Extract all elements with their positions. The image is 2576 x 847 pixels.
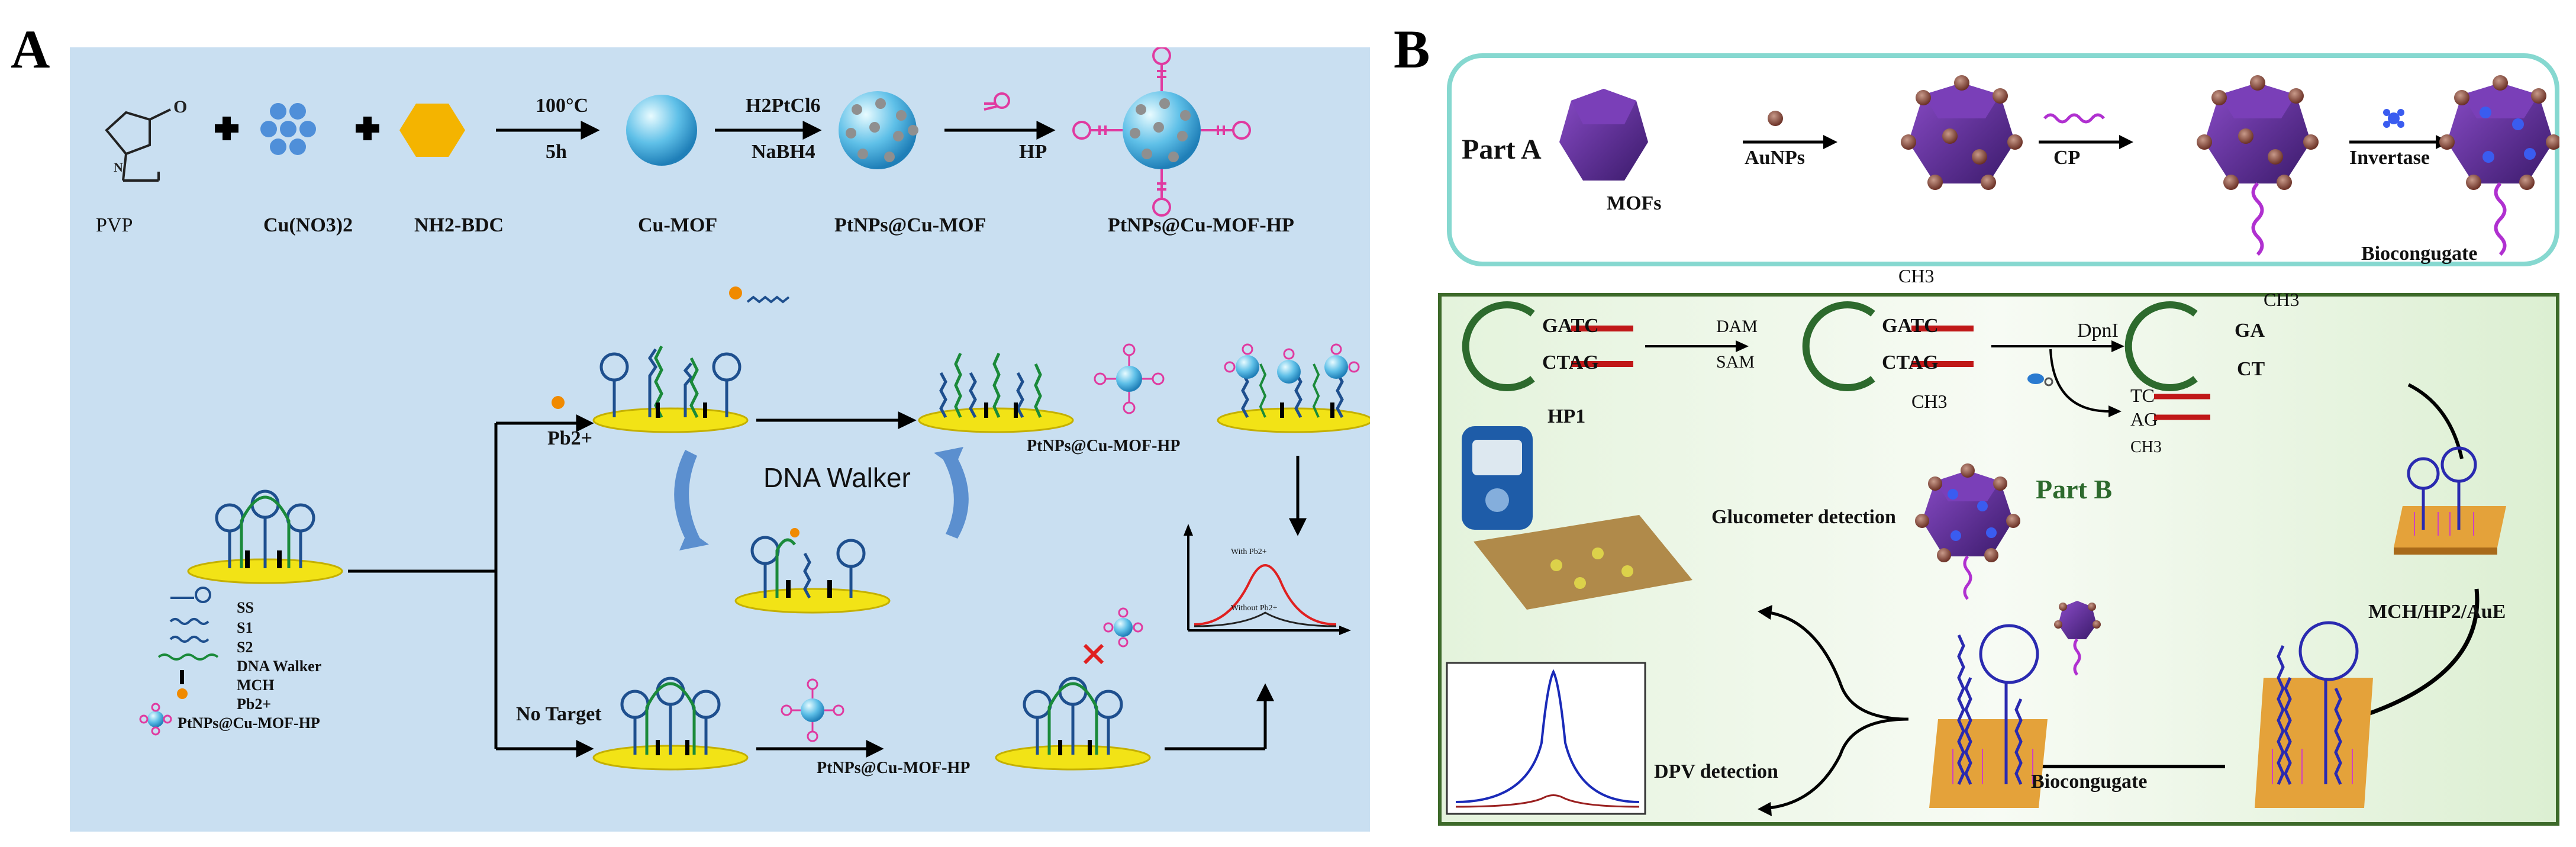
- initial-electrode-probes: [215, 489, 315, 568]
- cycle-arrows: [674, 447, 969, 550]
- pvp-structure: [105, 108, 171, 182]
- pb-dot: [552, 396, 565, 409]
- probe-particles-stage3: [1236, 355, 1348, 384]
- methylated-seq-top: GATC: [1882, 315, 1939, 337]
- curve-label-without: Without Pb2+: [1231, 604, 1278, 613]
- part-a-graphics: [1559, 75, 2559, 256]
- scissors-icon: [2027, 373, 2053, 387]
- condition-time: 5h: [546, 141, 567, 163]
- hp1-seq-bottom: CTAG: [1542, 352, 1599, 373]
- hp1-seq-top: GATC: [1542, 315, 1599, 337]
- dpni-label: DpnI: [2077, 320, 2119, 342]
- ptnps-cu-mof: [839, 91, 918, 169]
- plus-icon: [215, 117, 379, 140]
- legend-pb: Pb2+: [237, 695, 272, 713]
- nh2-bdc-hexagon: [399, 104, 465, 157]
- product-ptnps-cu-mof-label: PtNPs@Cu-MOF: [834, 214, 986, 236]
- legend-s1: S1: [237, 619, 253, 636]
- product-ptnps-cu-mof-hp-label: PtNPs@Cu-MOF-HP: [1108, 214, 1294, 236]
- fragment-tc: TC: [2130, 385, 2155, 406]
- dpv-mini-plot: [1184, 524, 1351, 635]
- part-a-title: Part A: [1462, 134, 1542, 165]
- dna-walker-label: DNA Walker: [763, 462, 911, 493]
- cut-seq-ga: GA: [2235, 320, 2265, 342]
- synthesis-arrows: [496, 120, 1056, 140]
- condition-h2ptcl6: H2PtCl6: [746, 95, 821, 117]
- svg-text:N: N: [114, 160, 123, 175]
- electrode-mch-hp2-label: MCH/HP2/AuE: [2368, 601, 2506, 623]
- glucometer-icon: [1462, 426, 1692, 610]
- legend-dna-walker: DNA Walker: [237, 658, 322, 675]
- cu-mof-sphere: [626, 95, 697, 166]
- curve-label-with: With Pb2+: [1231, 548, 1267, 556]
- no-target-label: No Target: [516, 703, 602, 725]
- legend-icons: [139, 587, 219, 736]
- initial-walker: [240, 495, 291, 568]
- hp-hairpin-small: [984, 92, 1010, 111]
- legend-ptnps-cu-mof-hp: PtNPs@Cu-MOF-HP: [178, 714, 320, 732]
- part-a-invertase-label: Invertase: [2349, 147, 2430, 169]
- probe-label-bottom: PtNPs@Cu-MOF-HP: [817, 759, 971, 777]
- cu-nitrate-dots: [260, 103, 316, 155]
- condition-temperature: 100°C: [536, 95, 589, 117]
- sam-label: SAM: [1716, 352, 1755, 372]
- reagent-cu-nitrate-label: Cu(NO3)2: [263, 214, 353, 236]
- ptnps-cu-mof-hp: [1072, 47, 1251, 217]
- bioconjugate-arrow-label: Biocongugate: [2031, 771, 2148, 793]
- legend-s2: S2: [237, 639, 253, 656]
- pb-label: Pb2+: [547, 427, 593, 449]
- electrodes: [187, 407, 1370, 771]
- product-cu-mof-label: Cu-MOF: [638, 214, 718, 236]
- dam-label: DAM: [1716, 317, 1758, 336]
- branch-lines: [348, 411, 1307, 758]
- fragment-ag: AG: [2130, 408, 2158, 430]
- svg-text:O: O: [173, 97, 187, 117]
- probe-label-top: PtNPs@Cu-MOF-HP: [1027, 437, 1181, 455]
- condition-nabh4: NaBH4: [752, 141, 815, 163]
- legend-ss: SS: [237, 599, 254, 616]
- panel-a-synthesis-graphics: O N: [105, 47, 1370, 771]
- cut-methyl-top: CH3: [2264, 289, 2300, 310]
- methyl-label-top: CH3: [1898, 265, 1935, 286]
- probe-free-top: [1094, 343, 1165, 414]
- part-a-mofs-label: MOFs: [1607, 192, 1662, 214]
- fragment-methyl: CH3: [2130, 438, 2162, 456]
- hp1-label: HP1: [1547, 405, 1586, 427]
- methylated-seq-bottom: CTAG: [1882, 352, 1939, 373]
- cut-seq-ct: CT: [2237, 358, 2265, 380]
- legend-mch: MCH: [237, 677, 275, 694]
- condition-hp: HP: [1019, 141, 1047, 163]
- panel-a-letter: A: [11, 19, 50, 79]
- part-a-bioconjugate-label: Biocongugate: [2361, 243, 2478, 265]
- dpv-detection-label: DPV detection: [1654, 761, 1778, 782]
- reagent-nh2bdc-label: NH2-BDC: [414, 214, 504, 236]
- part-a-aunps-label: AuNPs: [1745, 147, 1806, 169]
- part-b-graphics: [1446, 301, 2506, 816]
- glucometer-detection-label: Glucometer detection: [1711, 506, 1896, 528]
- part-b-title: Part B: [2036, 474, 2113, 504]
- reagent-pvp-label: PVP: [96, 214, 133, 236]
- part-a-cp-label: CP: [2053, 147, 2081, 169]
- methyl-label-bottom: CH3: [1911, 391, 1948, 412]
- panel-b-letter: B: [1394, 19, 1430, 79]
- cross-mark-icon: [1083, 643, 1104, 665]
